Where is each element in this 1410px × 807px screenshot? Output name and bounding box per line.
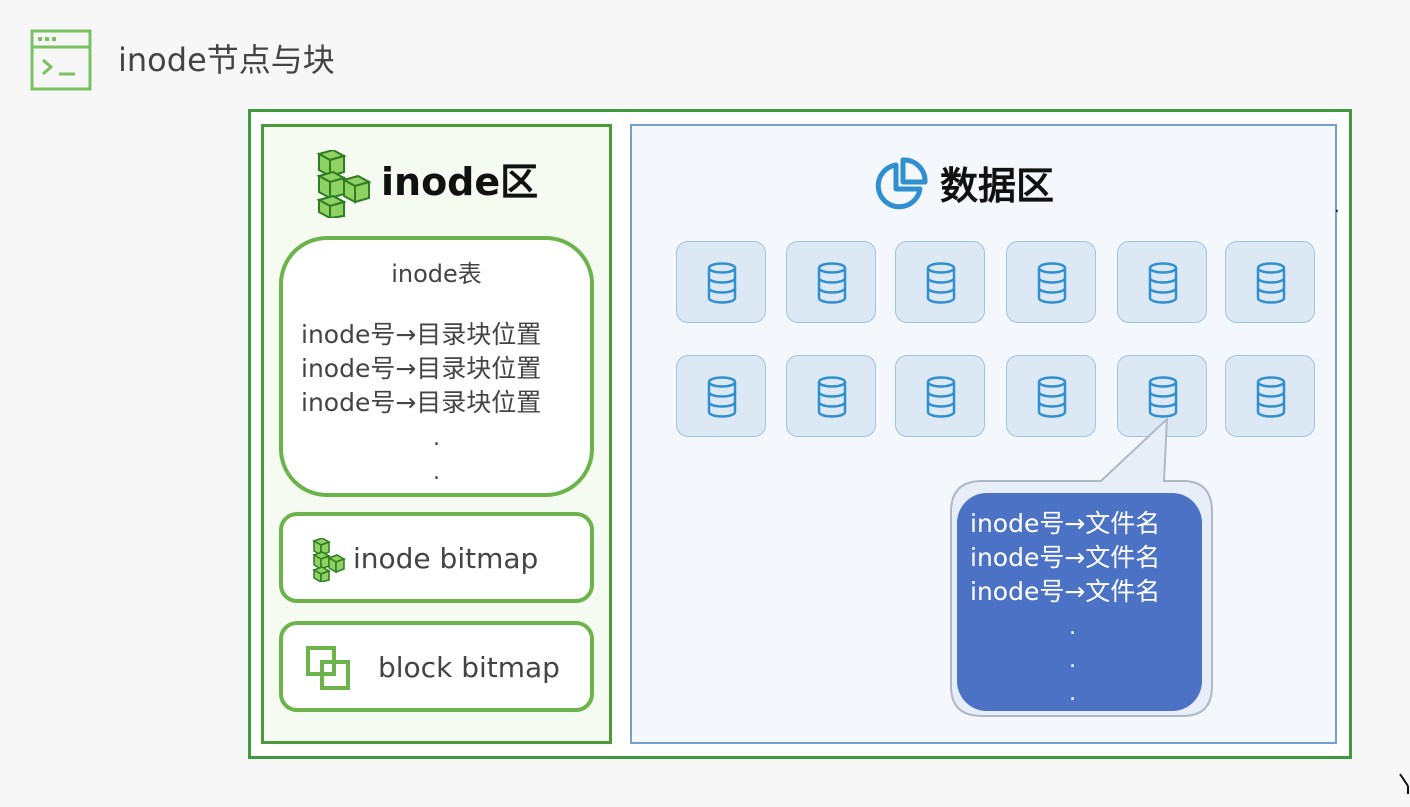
- database-icon: [707, 262, 737, 304]
- ellipsis-dot: .: [1069, 681, 1076, 706]
- inode-bitmap-box: inode bitmap: [279, 512, 594, 603]
- callout-content: inode号→文件名 inode号→文件名 inode号→文件名 . . .: [957, 493, 1202, 711]
- cursor-icon: [1399, 773, 1409, 794]
- database-icon: [1148, 262, 1178, 304]
- inode-table-row: inode号→目录块位置: [301, 320, 542, 349]
- inode-table: inode表 inode号→目录块位置 inode号→目录块位置 inode号→…: [279, 236, 594, 497]
- ellipsis-dot: .: [1069, 648, 1076, 673]
- callout-ellipsis: . . .: [1069, 611, 1076, 710]
- database-icon: [707, 376, 737, 418]
- database-icon: [1037, 376, 1067, 418]
- ellipsis-dot: .: [1069, 615, 1076, 640]
- inode-table-ellipsis: . .: [433, 422, 440, 490]
- data-block-8: [786, 355, 876, 437]
- inode-bitmap-label: inode bitmap: [353, 542, 539, 575]
- ellipsis-dot: .: [433, 426, 440, 451]
- ellipsis-dot: .: [433, 460, 440, 485]
- data-block-7: [676, 355, 766, 437]
- callout-row: inode号→文件名: [970, 577, 1161, 606]
- inode-zone-title: inode区: [381, 160, 539, 204]
- inode-table-title: inode表: [391, 260, 482, 288]
- database-icon: [926, 376, 956, 418]
- callout-row: inode号→文件名: [970, 543, 1161, 572]
- data-block-9: [895, 355, 985, 437]
- callout-rows: inode号→文件名 inode号→文件名 inode号→文件名: [970, 507, 1160, 609]
- data-block-3: [895, 241, 985, 323]
- data-block-10: [1006, 355, 1096, 437]
- page-title: inode节点与块: [118, 41, 335, 79]
- data-block-5: [1117, 241, 1207, 323]
- database-icon: [1148, 376, 1178, 418]
- overlapping-squares-icon: [306, 646, 350, 690]
- block-bitmap-label: block bitmap: [378, 651, 560, 684]
- data-block-6: [1225, 241, 1315, 323]
- data-block-2: [786, 241, 876, 323]
- data-block-1: [676, 241, 766, 323]
- green-cubes-icon: [316, 150, 372, 218]
- database-icon: [1256, 376, 1286, 418]
- data-block-12: [1225, 355, 1315, 437]
- pie-chart-icon: [875, 157, 928, 210]
- database-icon: [1256, 262, 1286, 304]
- inode-table-row: inode号→目录块位置: [301, 388, 542, 417]
- data-zone-title: 数据区: [940, 164, 1055, 208]
- block-bitmap-box: block bitmap: [279, 621, 594, 712]
- data-block-4: [1006, 241, 1096, 323]
- database-icon: [926, 262, 956, 304]
- stray-dot: .: [1334, 196, 1340, 217]
- database-icon: [1037, 262, 1067, 304]
- database-icon: [817, 376, 847, 418]
- cubes-icon: [312, 538, 346, 582]
- database-icon: [817, 262, 847, 304]
- inode-table-rows: inode号→目录块位置 inode号→目录块位置 inode号→目录块位置: [301, 318, 541, 420]
- callout-row: inode号→文件名: [970, 509, 1161, 538]
- inode-table-row: inode号→目录块位置: [301, 354, 542, 383]
- terminal-window-icon: [30, 29, 92, 91]
